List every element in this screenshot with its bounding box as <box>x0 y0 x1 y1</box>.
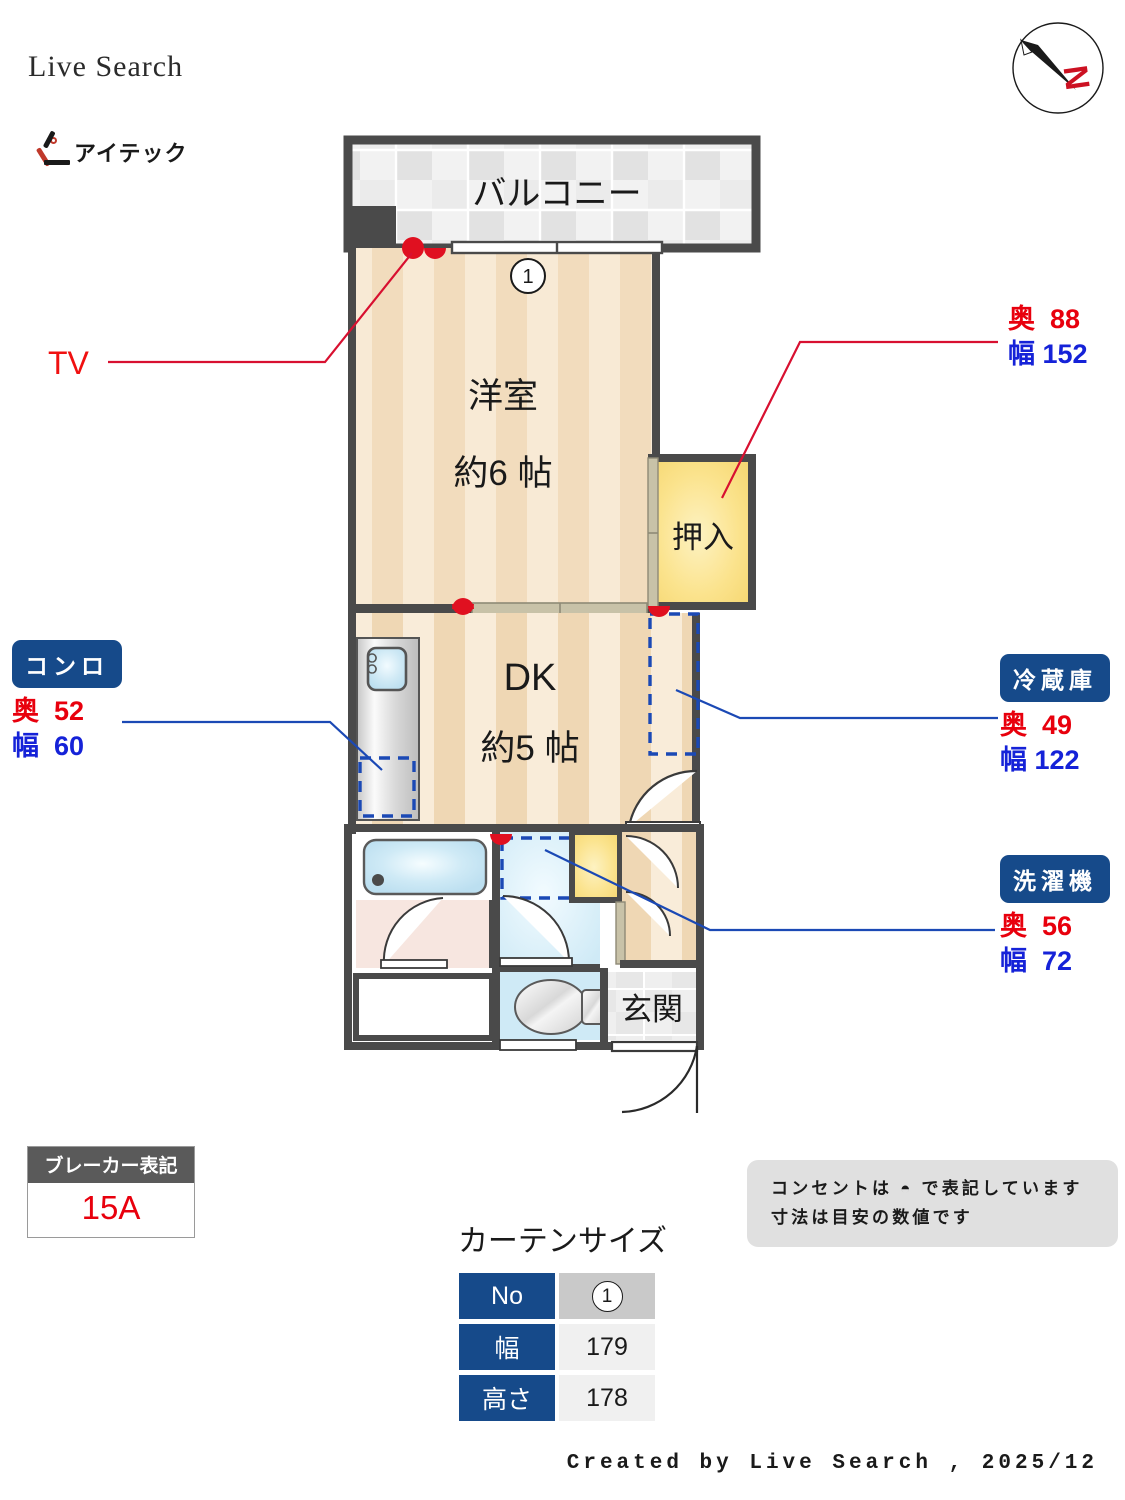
fridge-width-value: 122 <box>1034 744 1080 775</box>
appliance-slot-washer <box>500 836 574 900</box>
curtain-no-marker: 1 <box>591 1281 623 1312</box>
appliance-slot-fridge <box>648 612 700 756</box>
callout-stove: コンロ 奥 52 幅 60 <box>12 640 122 763</box>
outlet-markers <box>402 237 670 845</box>
callout-pill-washer: 洗濯機 <box>1000 855 1110 903</box>
note-line-1: コンセントは ◓ で表記しています <box>771 1179 1083 1198</box>
curtain-value-height: 178 <box>559 1375 655 1421</box>
breaker-box: ブレーカー表記 15A <box>27 1146 195 1238</box>
room-closet: 押入 <box>647 454 756 610</box>
fridge-depth-value: 49 <box>1042 710 1073 740</box>
compass-north-icon: N <box>1012 22 1104 114</box>
table-row: No 1 <box>459 1273 655 1319</box>
fridge-depth-label: 奥 <box>1000 710 1027 740</box>
curtain-header-width: 幅 <box>459 1324 555 1370</box>
callout-pill-stove: コンロ <box>12 640 122 688</box>
room-washitsu: 1 洋室 約6 帖 <box>348 240 664 615</box>
closet-width-value: 152 <box>1042 338 1088 369</box>
company-logo-label: アイテック <box>74 141 188 166</box>
room-size-washitsu: 約6 帖 <box>453 454 552 493</box>
curtain-header-height: 高さ <box>459 1375 555 1421</box>
washer-width-value: 72 <box>1042 945 1073 976</box>
room-balcony: バルコニー <box>343 135 761 253</box>
closet-width-label: 幅 <box>1008 338 1035 369</box>
table-row: 幅 179 <box>459 1324 655 1370</box>
breaker-value: 15A <box>81 1189 141 1226</box>
callout-closet-dimensions: 奥 88 幅 152 <box>1008 302 1088 371</box>
callout-leader-lines <box>108 252 998 932</box>
room-label-balcony: バルコニー <box>472 175 641 213</box>
compass-letter: N <box>1055 63 1096 93</box>
curtain-header-no: No <box>459 1273 555 1319</box>
room-label-dk: DK <box>504 657 557 699</box>
curtain-value-width: 179 <box>559 1324 655 1370</box>
curtain-value-no: 1 <box>559 1273 655 1319</box>
closet-depth-label: 奥 <box>1008 304 1035 334</box>
callout-refrigerator: 冷蔵庫 奥 49 幅 122 <box>1000 654 1110 777</box>
footer-credit: Created by Live Search , 2025/12 <box>566 1452 1098 1475</box>
washer-depth-value: 56 <box>1042 911 1073 941</box>
stove-depth-label: 奥 <box>12 696 39 726</box>
page-title: Live Search <box>28 50 184 83</box>
callout-washer: 洗濯機 奥 56 幅 72 <box>1000 855 1110 978</box>
breaker-title: ブレーカー表記 <box>28 1147 194 1183</box>
room-label-washitsu: 洋室 <box>468 377 538 416</box>
washer-depth-label: 奥 <box>1000 911 1027 941</box>
room-dk: DK 約5 帖 <box>348 612 701 834</box>
callout-pill-refrigerator: 冷蔵庫 <box>1000 654 1110 702</box>
room-label-genkan: 玄関 <box>621 992 683 1027</box>
table-row: 高さ 178 <box>459 1375 655 1421</box>
stove-width-value: 60 <box>54 730 85 761</box>
window-marker-1: 1 <box>522 266 533 288</box>
company-logo: アイテック <box>35 130 188 168</box>
callout-tv-label: TV <box>48 345 89 381</box>
kitchen-unit <box>356 637 420 821</box>
room-size-dk: 約5 帖 <box>480 729 579 768</box>
curtain-table-title: カーテンサイズ <box>457 1225 668 1258</box>
legend-note-box: コンセントは ◓ で表記しています 寸法は目安の数値です <box>747 1160 1118 1248</box>
note-line-2: 寸法は目安の数値です <box>771 1208 973 1228</box>
washer-width-label: 幅 <box>1000 945 1027 976</box>
stove-width-label: 幅 <box>12 730 39 761</box>
service-block: 玄関 <box>344 824 704 1114</box>
stove-depth-value: 52 <box>54 696 85 726</box>
closet-depth-value: 88 <box>1050 304 1081 334</box>
appliance-slot-stove <box>358 756 416 818</box>
fridge-width-label: 幅 <box>1000 744 1027 775</box>
room-label-closet: 押入 <box>672 520 734 555</box>
itec-figure-icon <box>35 130 72 168</box>
curtain-size-table: No 1 幅 179 高さ 178 <box>455 1268 659 1426</box>
